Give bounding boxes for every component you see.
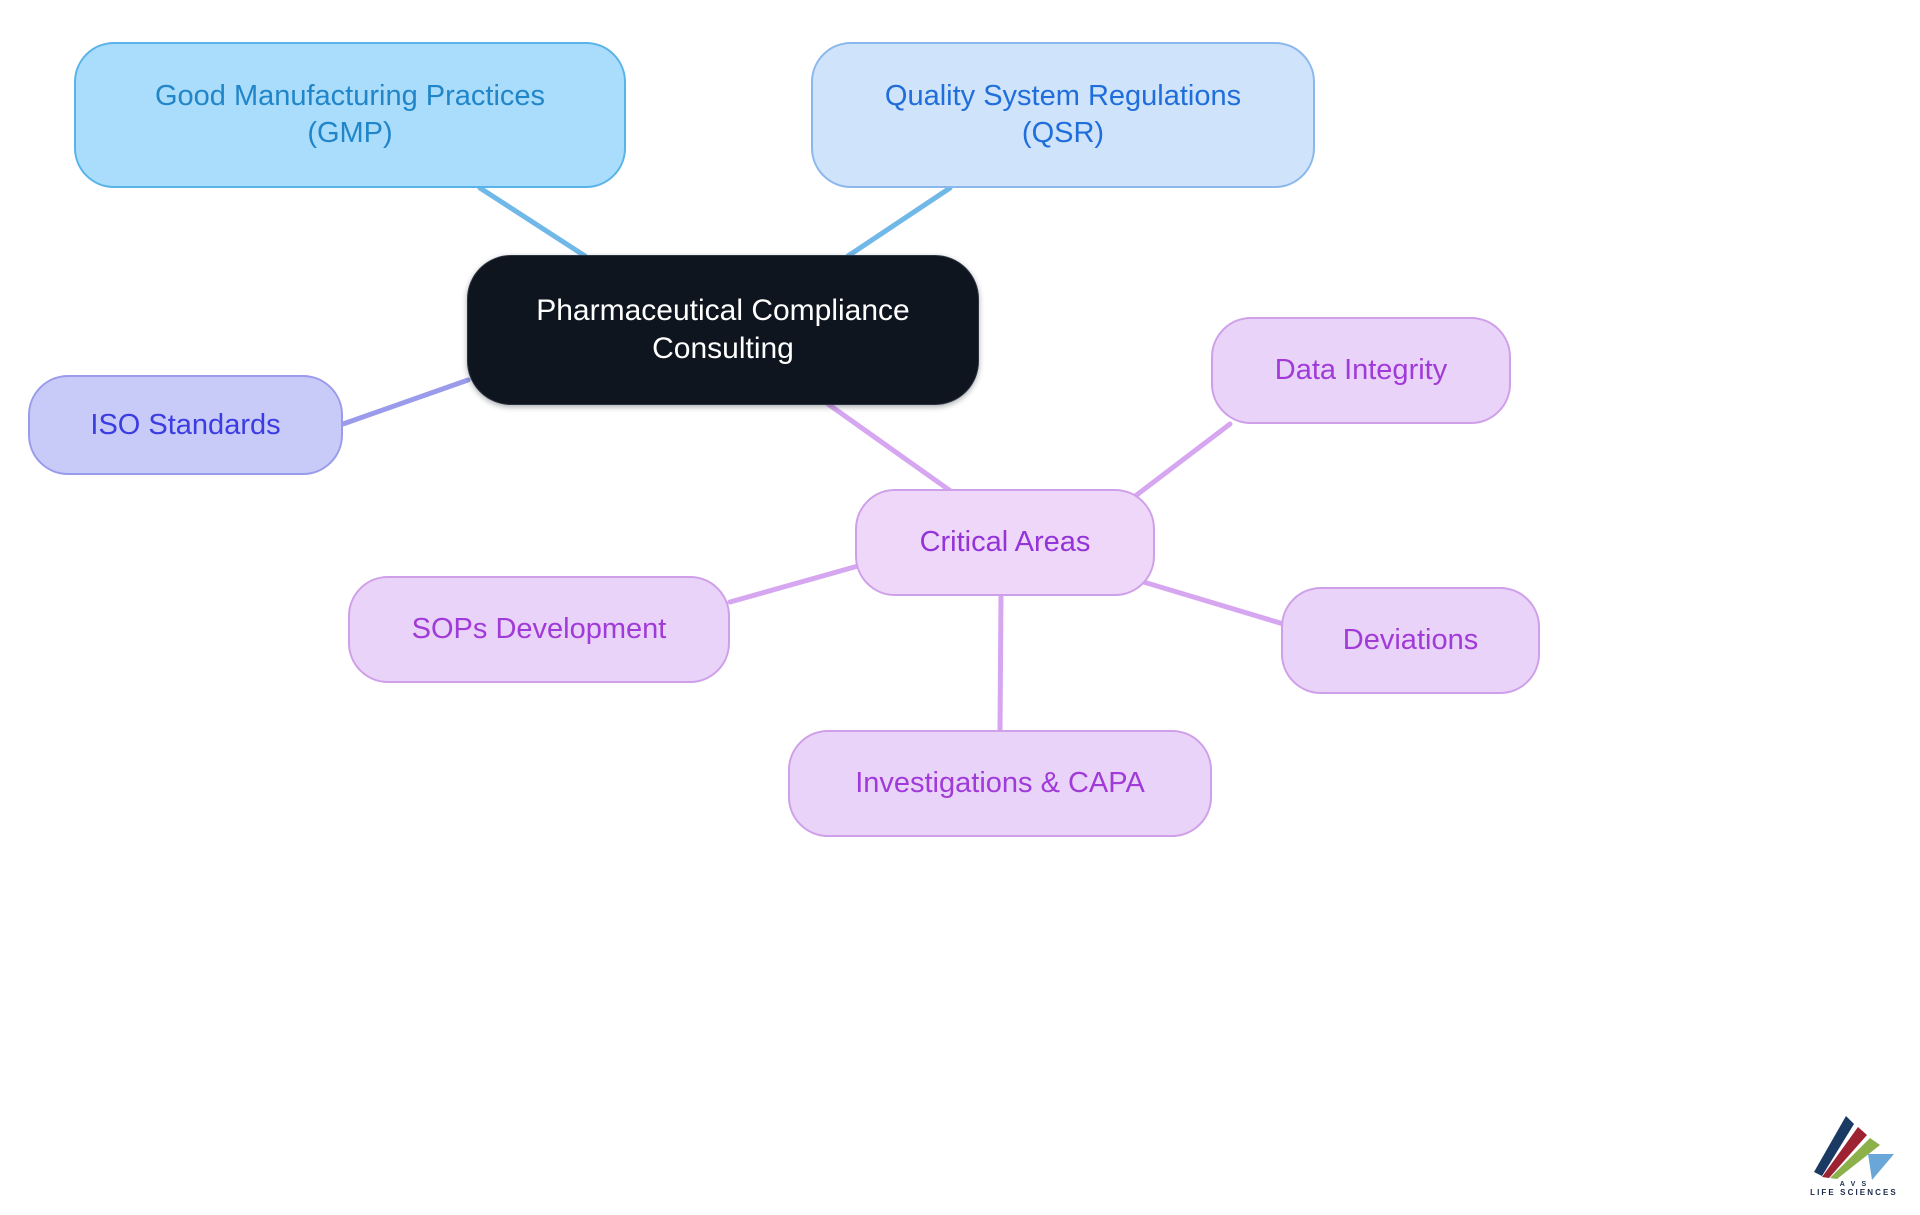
edge-root-gmp — [477, 185, 588, 259]
edge-root-iso — [340, 377, 471, 427]
node-critical[interactable]: Critical Areas — [855, 489, 1155, 596]
logo-blade-blue — [1868, 1154, 1894, 1180]
edge-root-critical — [825, 401, 955, 495]
logo-text-line1: A V S — [1840, 1181, 1869, 1188]
edge-critical-sops — [727, 563, 861, 605]
edge-root-qsr — [845, 185, 953, 259]
logo-blade-red — [1822, 1127, 1867, 1178]
node-deviations[interactable]: Deviations — [1281, 587, 1540, 694]
node-label: Investigations & CAPA — [855, 767, 1145, 800]
node-label: ISO Standards — [90, 408, 281, 441]
edge-critical-capa — [997, 593, 1004, 733]
edge-critical-data — [1127, 421, 1233, 503]
node-root[interactable]: Pharmaceutical Compliance Consulting — [467, 255, 979, 405]
node-gmp[interactable]: Good Manufacturing Practices (GMP) — [74, 42, 626, 188]
logo-blade-green — [1830, 1138, 1880, 1179]
logo-text-line2: LIFE SCIENCES — [1810, 1188, 1898, 1196]
logo-blades — [1814, 1116, 1894, 1180]
node-capa[interactable]: Investigations & CAPA — [788, 730, 1212, 837]
node-sops[interactable]: SOPs Development — [348, 576, 730, 683]
node-label: Data Integrity — [1274, 354, 1448, 387]
node-label: Quality System Regulations (QSR) — [884, 80, 1242, 149]
node-label: Pharmaceutical Compliance Consulting — [536, 294, 910, 365]
node-label: Deviations — [1342, 624, 1479, 657]
node-data-integrity[interactable]: Data Integrity — [1211, 317, 1511, 424]
edge-critical-deviations — [1134, 577, 1293, 629]
logo-blade-navy — [1814, 1116, 1854, 1176]
node-label: SOPs Development — [411, 613, 667, 646]
node-label: Good Manufacturing Practices (GMP) — [154, 80, 546, 149]
avs-life-sciences-logo: A V S LIFE SCIENCES — [1810, 1116, 1898, 1196]
node-iso[interactable]: ISO Standards — [28, 375, 343, 475]
node-label: Critical Areas — [919, 526, 1091, 559]
node-qsr[interactable]: Quality System Regulations (QSR) — [811, 42, 1315, 188]
